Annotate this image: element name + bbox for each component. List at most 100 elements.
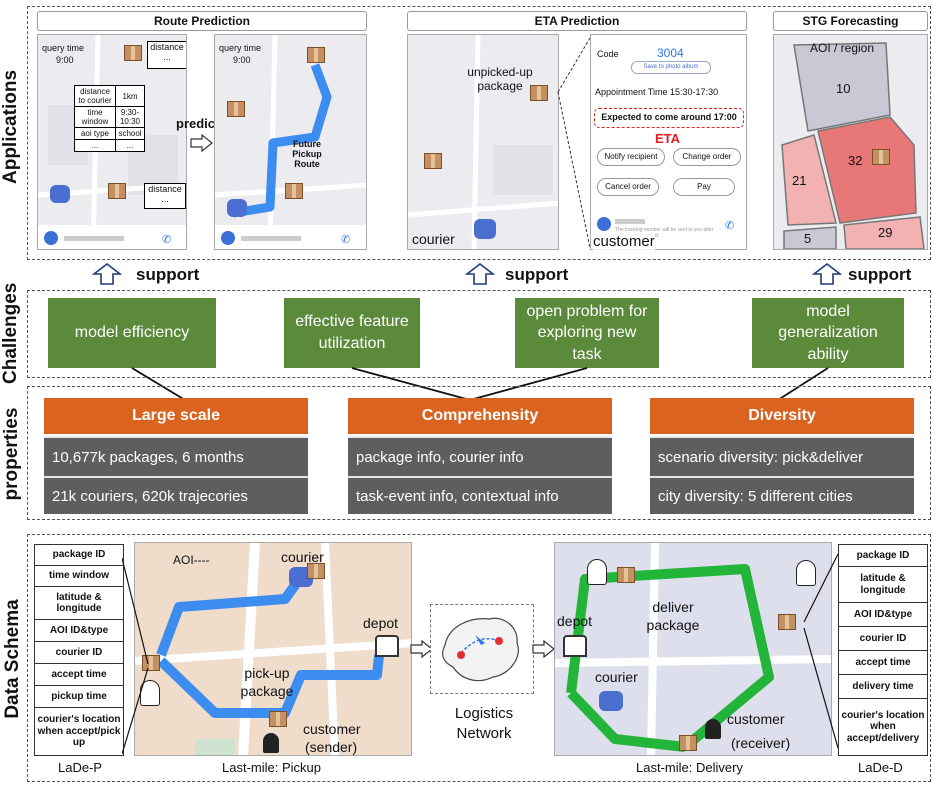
schema-field: pickup time <box>35 686 123 708</box>
property-item: city diversity: 5 different cities <box>650 476 914 514</box>
property-title-comprehensity: Comprehensity <box>348 398 612 434</box>
notify-recipient-button[interactable]: Notify recipient <box>597 148 665 166</box>
arrow-to-network <box>410 640 433 658</box>
person-icon <box>263 733 279 753</box>
sender-label: (sender) <box>305 739 358 755</box>
lade-d-label: LaDe-D <box>858 760 903 775</box>
property-item: task-event info, contextual info <box>348 476 612 514</box>
deliver-package-label: deliver package <box>646 599 700 633</box>
applications-row <box>27 6 931 260</box>
code-value: 3004 <box>657 46 684 60</box>
avatar <box>221 231 235 245</box>
schema-field: time window <box>35 566 123 587</box>
distance-tag: distance ... <box>147 41 186 69</box>
row-label-properties: properties <box>1 407 22 501</box>
package-icon <box>679 735 697 751</box>
phone-icon: ✆ <box>725 220 735 232</box>
table-value: 9:30-10:30 <box>115 106 145 128</box>
data-schema-row <box>27 534 931 782</box>
aoi-region-label: AOI / region <box>810 41 875 55</box>
schema-field: courier's location when accept/pick up <box>37 714 121 749</box>
support-label-2: support <box>505 265 569 284</box>
query-time-value: 9:00 <box>56 55 74 65</box>
schema-field: package ID <box>839 545 927 567</box>
query-time-value: 9:00 <box>233 55 251 65</box>
schema-lade-p: package ID time window latitude & longit… <box>34 544 124 756</box>
connector-lines <box>131 367 829 401</box>
person-icon <box>705 719 721 739</box>
predict-label: predict <box>176 116 220 131</box>
scooter-courier-icon <box>50 185 70 203</box>
challenge-open-problem: open problem for exploring new task <box>515 298 659 368</box>
region-value-21: 21 <box>792 173 807 188</box>
distance-tag-dots: ... <box>163 52 171 62</box>
appointment-time: Appointment Time 15:30-17:30 <box>595 87 719 97</box>
zoom-lines <box>557 37 591 249</box>
property-title-diversity: Diversity <box>650 398 914 434</box>
distance-tag-label: distance <box>150 42 184 52</box>
pickup-caption: Last-mile: Pickup <box>222 760 321 775</box>
package-icon <box>530 85 548 101</box>
package-icon <box>872 149 890 165</box>
schema-left-lines <box>122 557 149 755</box>
customer-label: customer <box>593 233 655 250</box>
cancel-order-button[interactable]: Cancel order <box>597 178 659 196</box>
avatar <box>597 217 611 231</box>
region-value-32: 32 <box>848 153 863 168</box>
future-route-label: Future Pickup Route <box>292 139 322 169</box>
support-label-1: support <box>136 265 200 284</box>
receiver-label: (receiver) <box>731 735 791 751</box>
depot-icon <box>563 635 587 657</box>
query-time-label: query time <box>219 43 262 53</box>
pay-button[interactable]: Pay <box>673 178 735 196</box>
name-placeholder <box>64 236 124 241</box>
schema-field: AOI ID&type <box>35 620 123 642</box>
schema-field: courier ID <box>35 642 123 664</box>
stg-map: AOI / region 10 32 21 5 29 <box>773 34 928 250</box>
schema-lade-d: package ID latitude & longitude AOI ID&t… <box>838 544 928 756</box>
eta-map: unpicked-up package courier <box>407 34 559 250</box>
eta-label: ETA <box>655 131 681 146</box>
pickup-package-label: pick-up package <box>240 665 294 699</box>
courier-label: courier <box>595 669 638 685</box>
eta-prediction-title: ETA Prediction <box>407 11 747 31</box>
pickup-map: AOI---- courier depot pick-up package cu… <box>134 542 412 756</box>
scooter-courier-icon <box>474 219 496 239</box>
change-order-button[interactable]: Change order <box>673 148 741 166</box>
schema-field: latitude & longitude <box>839 567 927 603</box>
support-arrow-1 <box>92 262 122 285</box>
person-icon <box>587 559 607 585</box>
avatar <box>44 231 58 245</box>
package-icon <box>285 183 303 199</box>
phone-icon: ✆ <box>341 234 351 246</box>
package-icon <box>617 567 635 583</box>
arrow-from-network <box>532 640 555 658</box>
phone-icon: ✆ <box>162 234 172 246</box>
lade-p-label: LaDe-P <box>58 760 103 775</box>
customer-label: customer <box>303 721 361 737</box>
package-icon <box>124 45 142 61</box>
delivery-caption: Last-mile: Delivery <box>636 760 743 775</box>
scooter-courier-icon <box>599 691 623 711</box>
courier-label: courier <box>412 231 455 247</box>
property-item: 10,677k packages, 6 months <box>44 436 308 476</box>
table-key: ... <box>74 139 116 152</box>
save-album-button[interactable]: Save to photo album <box>631 61 711 74</box>
distance-tag-2: distance ... <box>144 183 186 209</box>
name-placeholder <box>241 236 301 241</box>
schema-field: courier's location when accept/delivery <box>841 709 925 744</box>
package-icon <box>108 183 126 199</box>
properties-row <box>27 386 931 520</box>
schema-field: accept time <box>35 664 123 686</box>
support-label-3: support <box>848 265 912 284</box>
eta-phone-screen: Code 3004 Save to photo album Appointmen… <box>590 34 747 250</box>
depot-icon <box>375 635 399 657</box>
row-label-applications: Applications <box>0 69 21 184</box>
region-value-10: 10 <box>836 81 851 96</box>
name-placeholder <box>615 219 645 224</box>
package-icon <box>307 47 325 63</box>
table-value: ... <box>115 139 145 152</box>
table-value: 1km <box>115 85 145 107</box>
package-icon <box>307 563 325 579</box>
